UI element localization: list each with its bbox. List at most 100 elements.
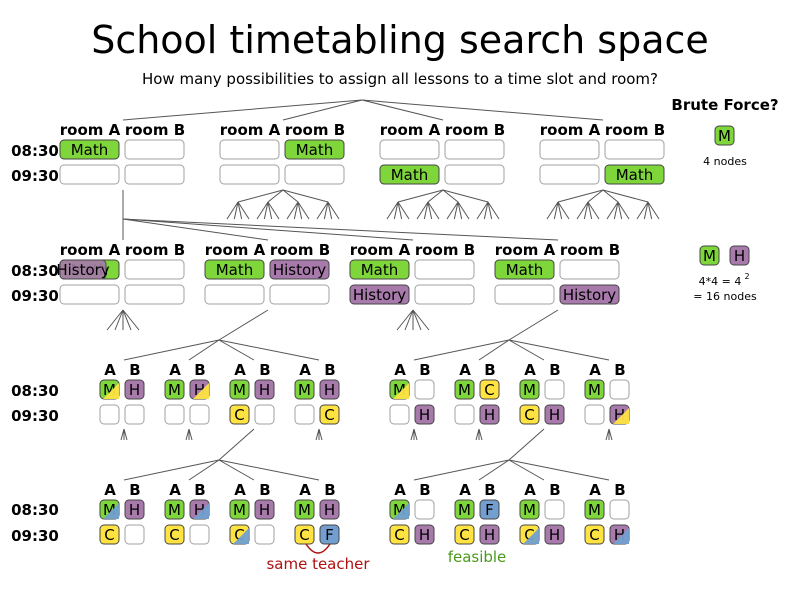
empty-slot xyxy=(254,404,275,425)
history-lesson-label: H xyxy=(259,501,270,519)
empty-slot xyxy=(269,284,330,305)
col-a-header: A xyxy=(524,361,536,379)
feasible-annotation: feasible xyxy=(448,548,507,566)
tree-edge xyxy=(188,459,220,481)
history-lesson xyxy=(59,259,107,280)
subtree-branch xyxy=(327,201,340,220)
math-lesson-label: Math xyxy=(506,261,544,279)
math-lesson xyxy=(714,125,735,146)
subtree-branch xyxy=(237,201,243,220)
math-lesson xyxy=(164,499,185,520)
empty-slot xyxy=(544,499,565,520)
room-a-header: room A xyxy=(540,121,601,139)
math-lesson xyxy=(584,379,605,400)
tree-edge xyxy=(123,339,220,361)
room-b-header: room B xyxy=(270,241,330,259)
tree-edge xyxy=(508,459,610,481)
same-teacher-marker xyxy=(305,543,331,554)
subtree-branch xyxy=(233,201,239,220)
room-a-header: room A xyxy=(380,121,441,139)
empty-slot xyxy=(539,164,600,185)
empty-slot xyxy=(254,524,275,545)
tree-edge xyxy=(413,459,510,481)
history-lesson xyxy=(544,404,565,425)
empty-slot xyxy=(584,404,605,425)
subtree-branch xyxy=(487,201,493,220)
subtree-branch xyxy=(114,309,124,331)
c-lesson xyxy=(584,524,605,545)
time-slot-0930: 09:30 xyxy=(11,287,59,305)
empty-slot xyxy=(539,139,600,160)
math-lesson xyxy=(584,499,605,520)
tree-edge xyxy=(508,309,559,341)
history-lesson-label: H xyxy=(129,381,140,399)
history-lesson xyxy=(254,499,275,520)
history-lesson xyxy=(254,379,275,400)
same-teacher-annotation: same teacher xyxy=(266,555,370,573)
subtree-branch xyxy=(237,189,284,203)
history-lesson xyxy=(414,524,435,545)
col-a-header: A xyxy=(524,481,536,499)
subtree-branch xyxy=(476,201,489,220)
empty-slot xyxy=(204,284,265,305)
f-lesson xyxy=(613,528,629,544)
subtree-branch xyxy=(412,309,422,331)
history-lesson xyxy=(559,284,620,305)
math-lesson xyxy=(294,379,315,400)
f-lesson xyxy=(233,528,249,544)
subtree-branch xyxy=(323,201,329,220)
history-lesson-label: H xyxy=(419,406,430,424)
math-lesson xyxy=(59,139,120,160)
tree-edge xyxy=(188,339,220,361)
col-a-header: A xyxy=(234,481,246,499)
subtree-branch xyxy=(608,428,613,441)
room-b-header: room B xyxy=(415,241,475,259)
tree-edge xyxy=(218,339,255,361)
empty-slot xyxy=(294,404,315,425)
subtree-branch xyxy=(267,201,280,220)
subtree-branch xyxy=(297,201,303,220)
math-lesson xyxy=(379,164,440,185)
subtree-branch xyxy=(617,201,623,220)
f-lesson xyxy=(393,503,409,519)
math-lesson-label: Math xyxy=(361,261,399,279)
subtree-branch xyxy=(423,201,429,220)
room-b-header: room B xyxy=(560,241,620,259)
c-lesson xyxy=(103,383,119,399)
col-a-header: A xyxy=(104,481,116,499)
c-lesson-label: C xyxy=(524,406,534,424)
history-lesson-label: History xyxy=(56,261,109,279)
subtree-branch xyxy=(557,201,563,220)
subtree-branch xyxy=(416,201,429,220)
tree-edge xyxy=(478,459,510,481)
math-lesson xyxy=(349,259,410,280)
history-lesson xyxy=(269,259,330,280)
empty-slot xyxy=(454,404,475,425)
room-a-header: room A xyxy=(495,241,556,259)
empty-slot xyxy=(444,164,505,185)
subtree-branch xyxy=(318,428,323,441)
subtree-branch xyxy=(123,428,128,441)
math-lesson-label: M xyxy=(233,501,246,519)
subtree-branch xyxy=(446,201,459,220)
math-lesson xyxy=(454,499,475,520)
subtree-branch xyxy=(647,201,653,220)
col-a-header: A xyxy=(589,481,601,499)
subtree-branch xyxy=(587,189,604,203)
empty-slot xyxy=(124,259,185,280)
history-lesson-label: H xyxy=(194,381,205,399)
tree-edge xyxy=(361,99,604,121)
f-lesson-label: F xyxy=(485,501,494,519)
col-a-header: A xyxy=(459,481,471,499)
subtree-branch xyxy=(263,201,269,220)
subtree-branch xyxy=(553,201,559,220)
subtree-branch xyxy=(297,201,310,220)
history-lesson-label: H xyxy=(194,501,205,519)
brute-force-title: Brute Force? xyxy=(671,96,778,114)
subtree-branch xyxy=(282,189,329,203)
tree-edge xyxy=(218,309,269,341)
history-lesson-label: H xyxy=(419,526,430,544)
subtree-branch xyxy=(282,189,299,203)
col-b-header: B xyxy=(259,361,270,379)
